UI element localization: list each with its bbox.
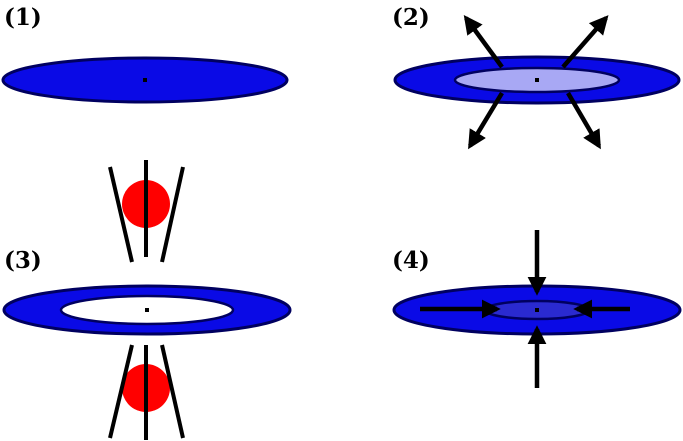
panel-label-4: (4) — [392, 247, 430, 274]
panel-2-expansion — [395, 18, 679, 146]
panel-label-3: (3) — [4, 247, 42, 274]
panel-3-beams — [4, 160, 290, 440]
laser-beam-icon-bottom — [110, 345, 183, 440]
center-dot-4 — [535, 308, 539, 312]
center-dot-2 — [535, 78, 539, 82]
center-dot-3 — [145, 308, 149, 312]
center-dot-1 — [143, 78, 147, 82]
panel-label-1: (1) — [4, 4, 42, 31]
panel-label-2: (2) — [392, 4, 430, 31]
panel-1-disk — [3, 58, 287, 102]
laser-beam-icon-top — [110, 160, 183, 262]
panel-4-collapse — [394, 230, 680, 388]
